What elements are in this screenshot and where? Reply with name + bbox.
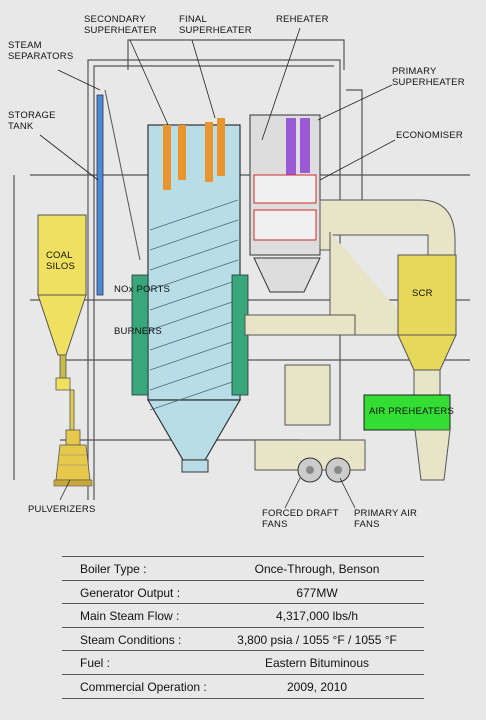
- burner-panel-left: [131, 274, 149, 396]
- pulverizer: [53, 429, 93, 487]
- spec-row: Fuel : Eastern Bituminous: [62, 651, 424, 675]
- primary-superheater-label: PRIMARY SUPERHEATER: [392, 66, 465, 88]
- air-ducts: [244, 314, 366, 471]
- pulverizers-label: PULVERIZERS: [28, 504, 96, 515]
- reheater-label: REHEATER: [276, 14, 329, 25]
- spec-row: Steam Conditions : 3,800 psia / 1055 °F …: [62, 628, 424, 652]
- secondary-superheater-panels: [163, 125, 186, 190]
- primary-air-fans-label: PRIMARY AIR FANS: [354, 508, 418, 530]
- storage-tank: [96, 94, 104, 296]
- primary-air-fan: [325, 457, 351, 483]
- scr-unit: [397, 254, 457, 401]
- spec-value: 677MW: [296, 585, 338, 600]
- nox-ports-label: NOx PORTS: [114, 284, 170, 295]
- specs-table: Boiler Type : Once-Through, Benson Gener…: [62, 556, 424, 699]
- final-superheater-panels: [205, 118, 225, 182]
- economiser-label: ECONOMISER: [396, 130, 463, 141]
- spec-value: 3,800 psia / 1055 °F / 1055 °F: [237, 632, 397, 647]
- air-preheater: [363, 394, 451, 481]
- spec-label: Boiler Type :: [80, 562, 147, 576]
- forced-draft-fans-label: FORCED DRAFT FANS: [262, 508, 339, 530]
- spec-label: Generator Output :: [80, 585, 181, 600]
- spec-label: Main Steam Flow :: [80, 609, 180, 624]
- furnace: [146, 124, 242, 473]
- forced-draft-fan: [297, 457, 323, 483]
- scr-label: SCR: [412, 288, 433, 299]
- spec-label: Fuel :: [80, 656, 111, 671]
- leader-lines: [39, 27, 396, 509]
- backpass: [249, 114, 321, 293]
- spec-row: Generator Output : 677MW: [62, 581, 424, 605]
- secondary-superheater-label: SECONDARY SUPERHEATER: [84, 14, 157, 36]
- spec-value: Eastern Bituminous: [264, 656, 370, 671]
- spec-label: Steam Conditions :: [80, 632, 182, 647]
- spec-value: 2009, 2010: [286, 679, 348, 694]
- storage-tank-label: STORAGE TANK: [8, 110, 56, 132]
- final-superheater-label: FINAL SUPERHEATER: [179, 14, 252, 36]
- spec-row: Boiler Type : Once-Through, Benson: [62, 556, 424, 581]
- spec-value: 4,317,000 lbs/h: [275, 609, 359, 624]
- spec-row: Main Steam Flow : 4,317,000 lbs/h: [62, 604, 424, 628]
- boiler-schematic: [13, 27, 470, 509]
- spec-value: Once-Through, Benson: [254, 562, 380, 576]
- spec-row: Commercial Operation : 2009, 2010: [62, 675, 424, 699]
- coal-silo: [37, 214, 87, 431]
- spec-label: Commercial Operation :: [80, 679, 207, 694]
- burners-label: BURNERS: [114, 326, 162, 337]
- coal-silos-label: COAL SILOS: [46, 250, 75, 272]
- boiler-diagram: SECONDARY SUPERHEATER FINAL SUPERHEATER …: [8, 14, 470, 530]
- air-preheaters-label: AIR PREHEATERS: [369, 406, 454, 417]
- steam-separators-label: STEAM SEPARATORS: [8, 40, 74, 62]
